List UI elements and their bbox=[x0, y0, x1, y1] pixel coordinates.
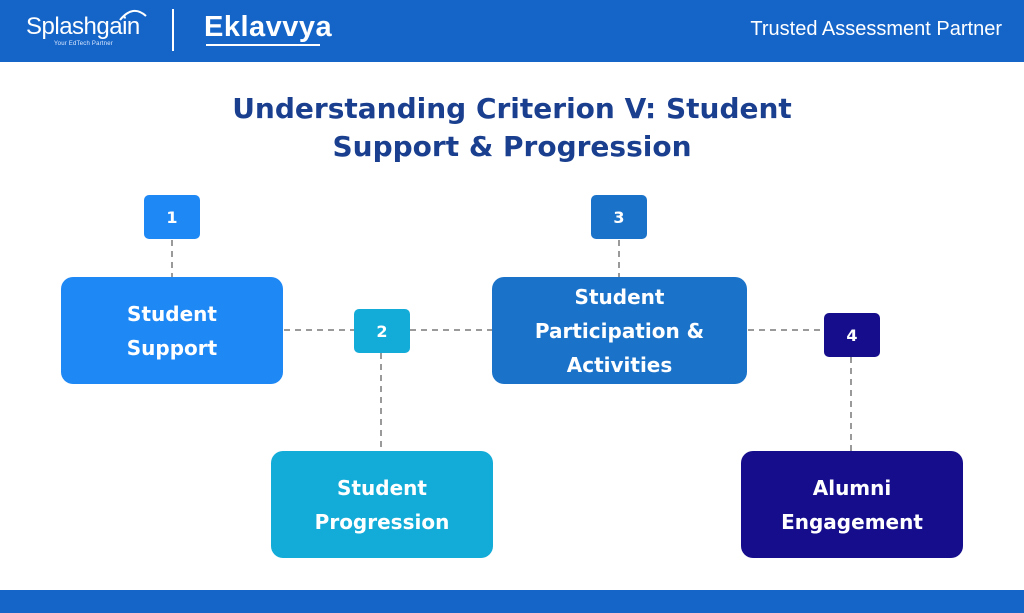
step-1-number: 1 bbox=[166, 207, 178, 227]
step-3-box: Student Participation & Activities bbox=[492, 277, 747, 384]
logo-divider bbox=[172, 9, 174, 51]
title-line-2: Support & Progression bbox=[332, 130, 692, 163]
step-3-badge: 3 bbox=[591, 195, 647, 239]
step-1-box: Student Support bbox=[61, 277, 283, 384]
step-4-label-line-1: Alumni bbox=[812, 475, 892, 500]
eklavvya-logo: Eklavvya bbox=[204, 11, 333, 43]
step-1-label-line-2: Support bbox=[126, 335, 218, 360]
step-4-number: 4 bbox=[846, 325, 858, 345]
header-tagline: Trusted Assessment Partner bbox=[750, 18, 1002, 40]
step-3-number: 3 bbox=[613, 207, 625, 227]
eklavvya-underline-icon bbox=[206, 44, 320, 46]
splashgain-arc-icon bbox=[119, 9, 147, 21]
step-3-label-line-3: Activities bbox=[566, 352, 673, 377]
footer-bar bbox=[0, 590, 1024, 613]
header-bar: Splashgain Your EdTech Partner Eklavvya … bbox=[0, 0, 1024, 62]
step-2-box: Student Progression bbox=[271, 451, 493, 558]
step-2-number: 2 bbox=[376, 321, 388, 341]
step-1-label-line-1: Student bbox=[127, 301, 217, 326]
splashgain-tagline: Your EdTech Partner bbox=[54, 41, 113, 47]
step-4-badge: 4 bbox=[824, 313, 880, 357]
step-2-label-line-1: Student bbox=[337, 475, 427, 500]
step-1-badge: 1 bbox=[144, 195, 200, 239]
step-3-label-line-2: Participation & bbox=[534, 318, 705, 343]
step-3-label-line-1: Student bbox=[574, 284, 665, 309]
step-4-box: Alumni Engagement bbox=[741, 451, 963, 558]
page-title: Understanding Criterion V: Student Suppo… bbox=[212, 90, 812, 166]
step-4-label-line-2: Engagement bbox=[781, 509, 923, 534]
title-line-1: Understanding Criterion V: Student bbox=[232, 92, 792, 125]
step-2-badge: 2 bbox=[354, 309, 410, 353]
step-2-label-line-2: Progression bbox=[314, 509, 450, 534]
